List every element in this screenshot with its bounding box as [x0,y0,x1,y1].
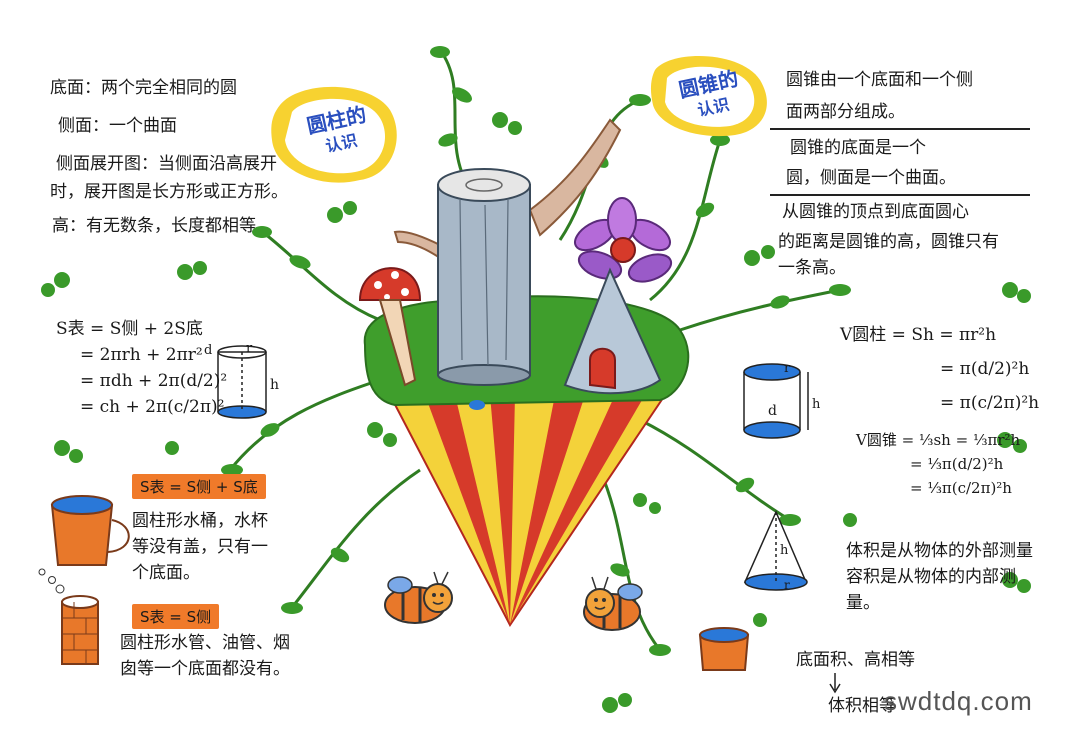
volume-cone-line3: = ⅓π(c/2π)²h [910,479,1012,497]
flower [574,197,673,283]
volume-cone-line1: V圆锥 = ⅓sh = ⅓πr²h [856,431,1021,449]
cone-parts-note-1: 圆锥由一个底面和一个侧 [786,70,973,90]
cone-parts-note-2: 面两部分组成。 [786,102,905,122]
mushroom [358,267,422,387]
bucket-formula-tag: S表 = S侧 + S底 [132,474,266,499]
surface-formula: S表 = S侧 + 2S底 = 2πrh + 2πr² = πdh + 2π(d… [56,316,227,420]
right-label-r: r [784,361,791,376]
leaves [221,46,851,656]
surface-formula-line4: = ch + 2π(c/2π)² [80,397,225,417]
pipe-note: 圆柱形水管、油管、烟囱等一个底面都没有。 [120,633,290,679]
cone-diagram-right [743,510,808,591]
arrow-down-icon [829,673,841,694]
cyl-label-r: r [246,341,253,356]
brick-pipe [38,568,99,665]
cylinder-side-note: 侧面：一个曲面 [58,116,177,136]
vines [228,49,841,651]
bee-right [583,576,643,631]
divider-1 [770,128,1030,130]
right-label-d: d [768,403,777,419]
cone-base-note-2: 圆，侧面是一个曲面。 [786,168,956,188]
surface-formula-line3: = πdh + 2π(d/2)² [80,371,228,391]
divider-2 [770,194,1030,196]
pipe-formula-tag: S表 = S侧 [132,604,220,629]
volume-cylinder-formula: V圆柱 = Sh = πr²h = π(d/2)²h = π(c/2π)²h [840,322,1039,416]
bucket [50,495,130,566]
cylinder-badge-shape [271,86,397,183]
cone-height-note-3: 一条高。 [778,258,846,278]
cone-base-note-1: 圆锥的底面是一个 [790,138,926,158]
bucket-note: 圆柱形水桶，水杯等没有盖，只有一个底面。 [132,511,268,583]
surface-formula-line2: = 2πrh + 2πr² [80,345,203,365]
cylinder-unfold-note-1: 侧面展开图：当侧面沿高展开 [56,154,277,174]
cylinder-stump [437,168,531,386]
equal-note-1: 底面积、高相等 [796,650,915,670]
cyl-label-h: h [270,377,280,393]
volume-cone-formula: V圆锥 = ⅓sh = ⅓πr²h = ⅓π(d/2)²h = ⅓π(c/2π)… [856,428,1020,500]
cup [698,627,750,671]
cylinder-diagram-left [217,345,267,419]
cyl-label-d: d [204,343,213,358]
volume-cyl-line2: = π(d/2)²h [940,359,1030,379]
cylinder-base-note: 底面：两个完全相同的圆 [50,78,237,98]
right-cone-label-h: h [780,543,789,558]
right-label-h: h [812,397,821,412]
cone-badge-shape [650,56,767,137]
cone-house [563,267,662,395]
surface-formula-line1: S表 = S侧 + 2S底 [56,319,203,339]
cone-height-note-1: 从圆锥的顶点到底面圆心 [782,202,969,222]
bee-left [384,571,453,624]
equal-note-2: 体积相等 [828,696,896,716]
volume-cyl-line1: V圆柱 = Sh = πr²h [840,325,997,345]
cone-height-note-2: 的距离是圆锥的高，圆锥只有 [778,232,999,252]
volume-cone-line2: = ⅓π(d/2)²h [910,455,1004,473]
tree-branch [528,118,622,237]
volume-note: 体积是从物体的外部测量容积是从物体的内部测量。 [846,541,1033,613]
volume-cyl-line3: = π(c/2π)²h [940,393,1040,413]
right-cone-label-r: r [784,578,790,592]
striped-cone-base [388,394,667,627]
watermark: swdtdq.com [884,686,1033,716]
cylinder-unfold-note-2: 时，展开图是长方形或正方形。 [50,182,288,202]
cylinder-height-note: 高：有无数条，长度都相等 [52,216,256,236]
cylinder-diagram-right [743,363,809,439]
